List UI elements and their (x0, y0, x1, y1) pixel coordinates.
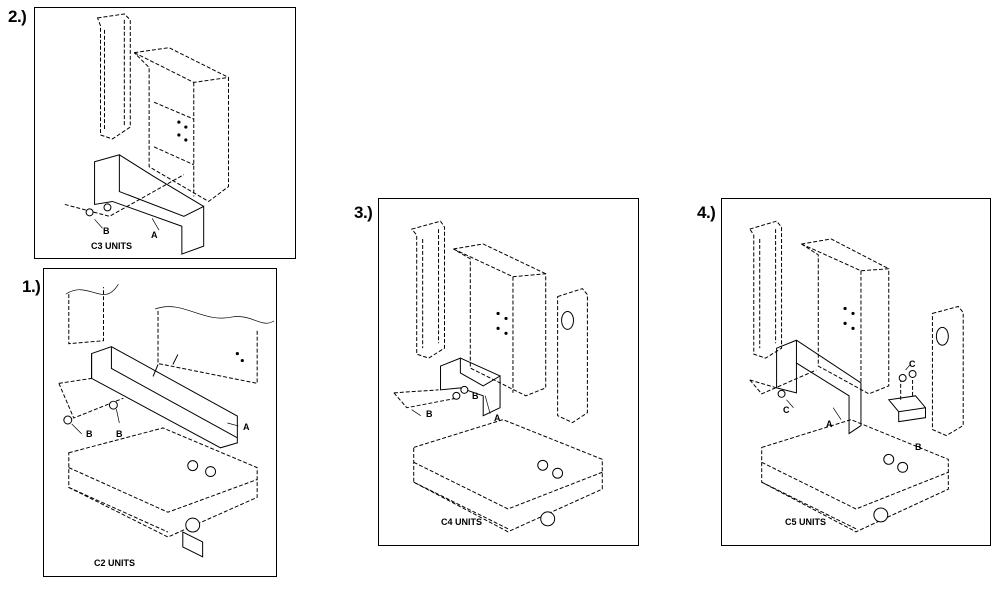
step-label-3: 3.) (354, 203, 373, 222)
callout-b: B (103, 226, 110, 236)
callout-a: A (826, 419, 833, 429)
c3-assembly-drawing (64, 13, 229, 255)
callout-b: B (915, 442, 922, 452)
panel-caption: C3 UNITS (91, 241, 133, 251)
step-label-2: 2.) (8, 7, 27, 26)
callout-b-right: B (472, 391, 479, 401)
panel-caption: C4 UNITS (441, 517, 483, 527)
panel-c2-units: B B A C2 UNITS (43, 268, 277, 577)
callout-c-right: C (909, 359, 916, 369)
panel-c5-units: C C A B C5 UNITS (721, 198, 991, 546)
callout-a: A (151, 230, 158, 240)
callout-b-right: B (116, 429, 123, 439)
c2-assembly-drawing (58, 284, 275, 558)
step-label-1: 1.) (22, 277, 41, 296)
callout-b-left: B (86, 429, 93, 439)
panel-caption: C2 UNITS (94, 558, 136, 568)
panel-caption: C5 UNITS (785, 517, 827, 527)
callout-a: A (494, 413, 501, 423)
panel-c3-units: B A C3 UNITS (34, 7, 296, 259)
callout-c-left: C (783, 405, 790, 415)
step-label-4: 4.) (697, 203, 716, 222)
callout-a: A (243, 422, 250, 432)
c4-assembly-drawing (393, 220, 603, 533)
panel-c4-units: B B A C4 UNITS (378, 198, 639, 546)
callout-b-left: B (426, 409, 433, 419)
c5-assembly-drawing (749, 220, 964, 533)
